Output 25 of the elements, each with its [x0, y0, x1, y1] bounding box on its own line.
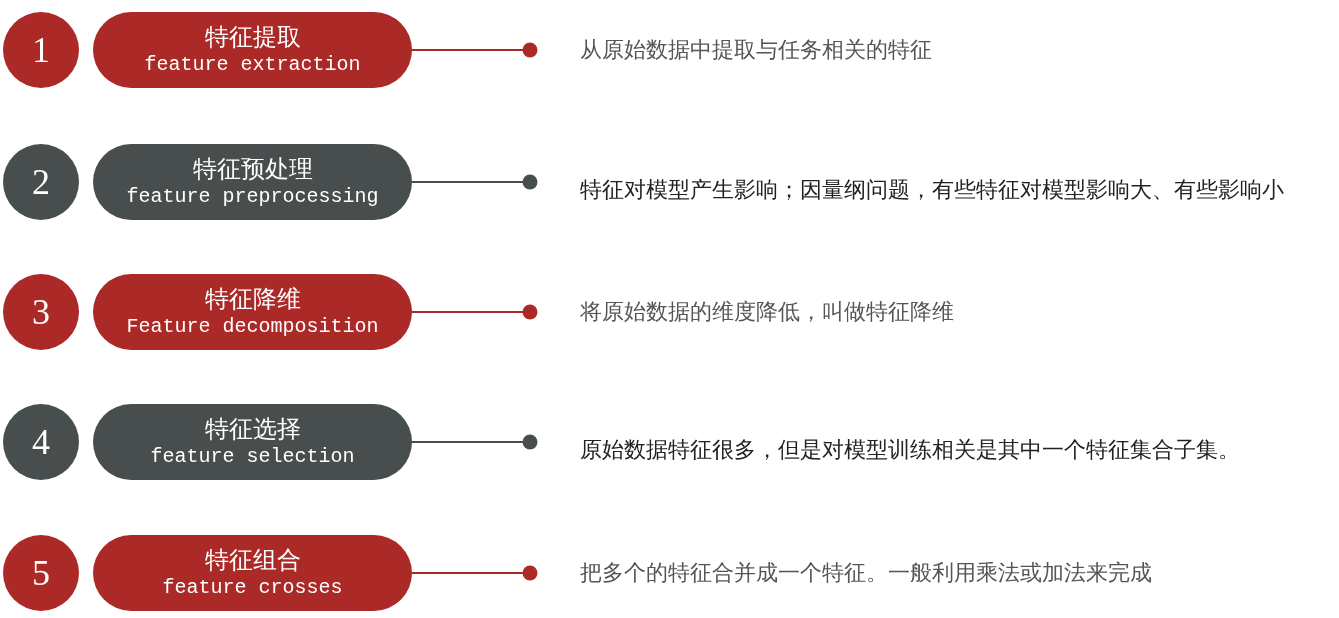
description-text: 原始数据特征很多，但是对模型训练相关是其中一个特征集合子集。: [580, 436, 1240, 464]
step-subtitle: feature preprocessing: [126, 184, 379, 210]
connector-line: [411, 434, 538, 450]
step-title: 特征选择: [204, 415, 301, 444]
step-subtitle: feature extraction: [144, 52, 361, 78]
step-title: 特征降维: [204, 285, 301, 314]
step-number: 3: [32, 291, 50, 333]
step-number: 5: [32, 552, 50, 594]
description-text: 特征对模型产生影响；因量纲问题，有些特征对模型影响大、有些影响小: [580, 176, 1284, 204]
step-subtitle: Feature decomposition: [126, 314, 379, 340]
step-title: 特征组合: [204, 546, 301, 575]
description-text: 从原始数据中提取与任务相关的特征: [580, 36, 932, 64]
step-number: 2: [32, 161, 50, 203]
connector-line: [411, 42, 538, 58]
step-title: 特征预处理: [192, 155, 313, 184]
description-text: 将原始数据的维度降低，叫做特征降维: [580, 298, 954, 326]
step-subtitle: feature crosses: [162, 575, 343, 601]
connector-line: [411, 565, 538, 581]
step-title: 特征提取: [204, 23, 301, 52]
step-number: 1: [32, 29, 50, 71]
step-subtitle: feature selection: [150, 444, 355, 470]
connector-line: [411, 304, 538, 320]
step-number: 4: [32, 421, 50, 463]
description-text: 把多个的特征合并成一个特征。一般利用乘法或加法来完成: [580, 559, 1152, 587]
connector-line: [411, 174, 538, 190]
